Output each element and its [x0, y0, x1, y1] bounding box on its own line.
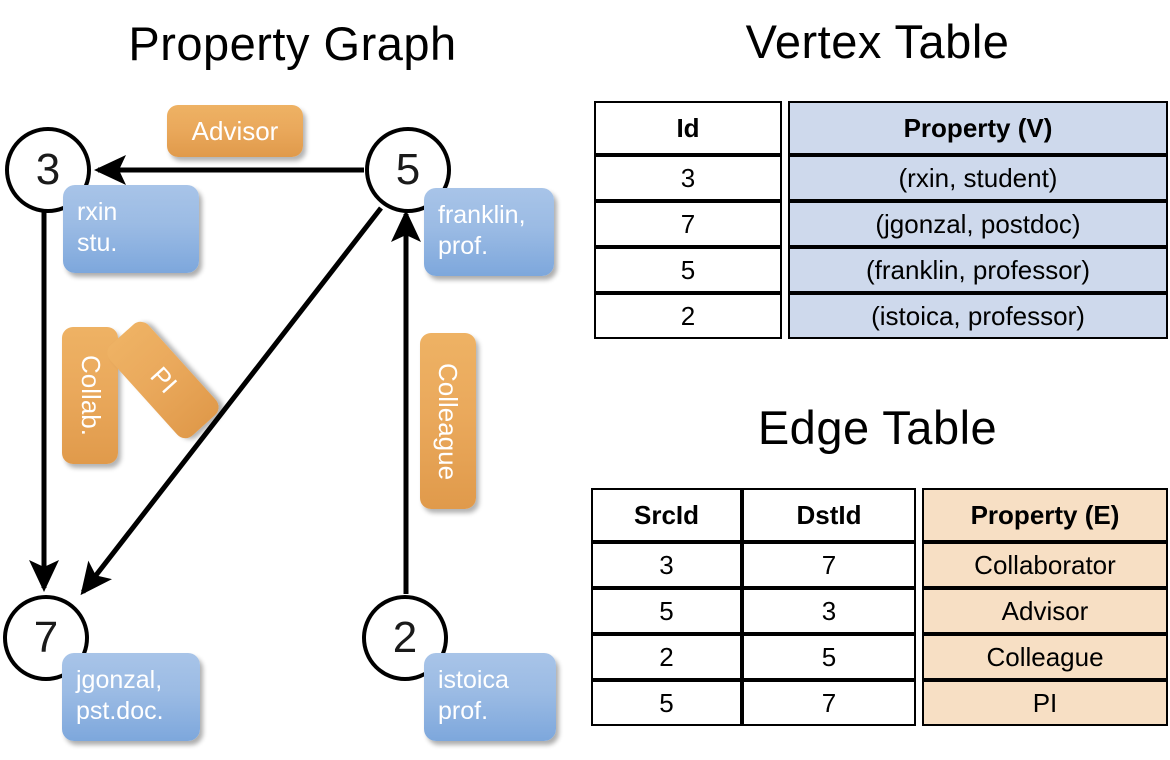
edge-table-header-property: Property (E)	[922, 488, 1168, 542]
vertex-cell-id: 3	[594, 155, 782, 201]
table-row[interactable]: 3 7 Collaborator	[591, 542, 1168, 588]
edge-line-5-to-7	[80, 206, 383, 596]
edge-table-header-dstid: DstId	[742, 488, 916, 542]
edge-label-box-colleague[interactable]: Colleague	[420, 333, 476, 509]
edge-cell-dstid: 7	[742, 680, 916, 726]
vertex-table-header-id: Id	[594, 101, 782, 155]
edge-cell-property: Advisor	[922, 588, 1168, 634]
vertex-property-box-5[interactable]: franklin, prof.	[424, 188, 554, 276]
vertex-property-box-7-line1: jgonzal,	[76, 666, 163, 694]
edge-cell-srcid: 5	[591, 680, 742, 726]
graph-node-2[interactable]: 2	[362, 595, 448, 681]
edge-cell-srcid: 3	[591, 542, 742, 588]
graph-node-5-label: 5	[395, 145, 421, 194]
table-row[interactable]: 3 (rxin, student)	[594, 155, 1168, 201]
vertex-property-box-3[interactable]: rxin stu.	[63, 185, 199, 273]
edge-table: SrcId DstId Property (E) 3 7 Collaborato…	[591, 488, 1168, 726]
edge-label-box-advisor[interactable]: Advisor	[167, 105, 303, 157]
vertex-property-box-3-line1: rxin	[77, 198, 118, 226]
edge-cell-property: Collaborator	[922, 542, 1168, 588]
vertex-cell-id: 5	[594, 247, 782, 293]
vertex-property-box-5-line1: franklin,	[438, 201, 526, 229]
page-title-vertex-table: Vertex Table	[745, 15, 1010, 68]
table-row[interactable]: 5 7 PI	[591, 680, 1168, 726]
vertex-property-box-3-line2: stu.	[77, 228, 118, 257]
table-row[interactable]: 5 3 Advisor	[591, 588, 1168, 634]
vertex-table: Id Property (V) 3 (rxin, student) 7 (jgo…	[594, 101, 1168, 339]
vertex-property-box-7-line2: pst.doc.	[76, 696, 164, 725]
graph-node-7-label: 7	[33, 613, 59, 662]
vertex-cell-id: 7	[594, 201, 782, 247]
table-row[interactable]: 7 (jgonzal, postdoc)	[594, 201, 1168, 247]
edge-cell-property: Colleague	[922, 634, 1168, 680]
vertex-cell-property: (istoica, professor)	[788, 293, 1168, 339]
vertex-property-box-5-line2: prof.	[438, 231, 489, 260]
vertex-property-box-2-line1: istoica	[438, 666, 509, 694]
edge-label-colleague-text: Colleague	[433, 362, 464, 480]
edge-table-header-srcid: SrcId	[591, 488, 742, 542]
table-row[interactable]: 5 (franklin, professor)	[594, 247, 1168, 293]
property-graph-diagram: 3 5 7 2 rxin stu. franklin, prof. jgonza…	[3, 105, 556, 741]
edge-cell-srcid: 2	[591, 634, 742, 680]
table-row[interactable]: 2 5 Colleague	[591, 634, 1168, 680]
vertex-cell-property: (rxin, student)	[788, 155, 1168, 201]
edge-cell-dstid: 7	[742, 542, 916, 588]
edge-cell-property: PI	[922, 680, 1168, 726]
edge-label-pi-text: PI	[143, 360, 183, 399]
edge-cell-srcid: 5	[591, 588, 742, 634]
vertex-table-header-row: Id Property (V)	[594, 101, 1168, 155]
vertex-property-box-7[interactable]: jgonzal, pst.doc.	[62, 653, 200, 741]
table-row[interactable]: 2 (istoica, professor)	[594, 293, 1168, 339]
vertex-cell-id: 2	[594, 293, 782, 339]
edge-cell-dstid: 3	[742, 588, 916, 634]
graph-node-3-label: 3	[35, 145, 61, 194]
vertex-table-header-property: Property (V)	[788, 101, 1168, 155]
edge-table-header-row: SrcId DstId Property (E)	[591, 488, 1168, 542]
page-title-property-graph: Property Graph	[128, 17, 457, 70]
vertex-property-box-2-line2: prof.	[438, 696, 489, 725]
graph-node-2-label: 2	[392, 613, 418, 662]
edge-label-advisor-text: Advisor	[191, 115, 279, 146]
edge-cell-dstid: 5	[742, 634, 916, 680]
vertex-cell-property: (jgonzal, postdoc)	[788, 201, 1168, 247]
graph-edge-lines	[29, 155, 421, 596]
vertex-cell-property: (franklin, professor)	[788, 247, 1168, 293]
vertex-property-box-2[interactable]: istoica prof.	[424, 653, 556, 741]
edge-label-collab-text: Collab.	[75, 355, 106, 436]
page-title-edge-table: Edge Table	[757, 401, 998, 454]
